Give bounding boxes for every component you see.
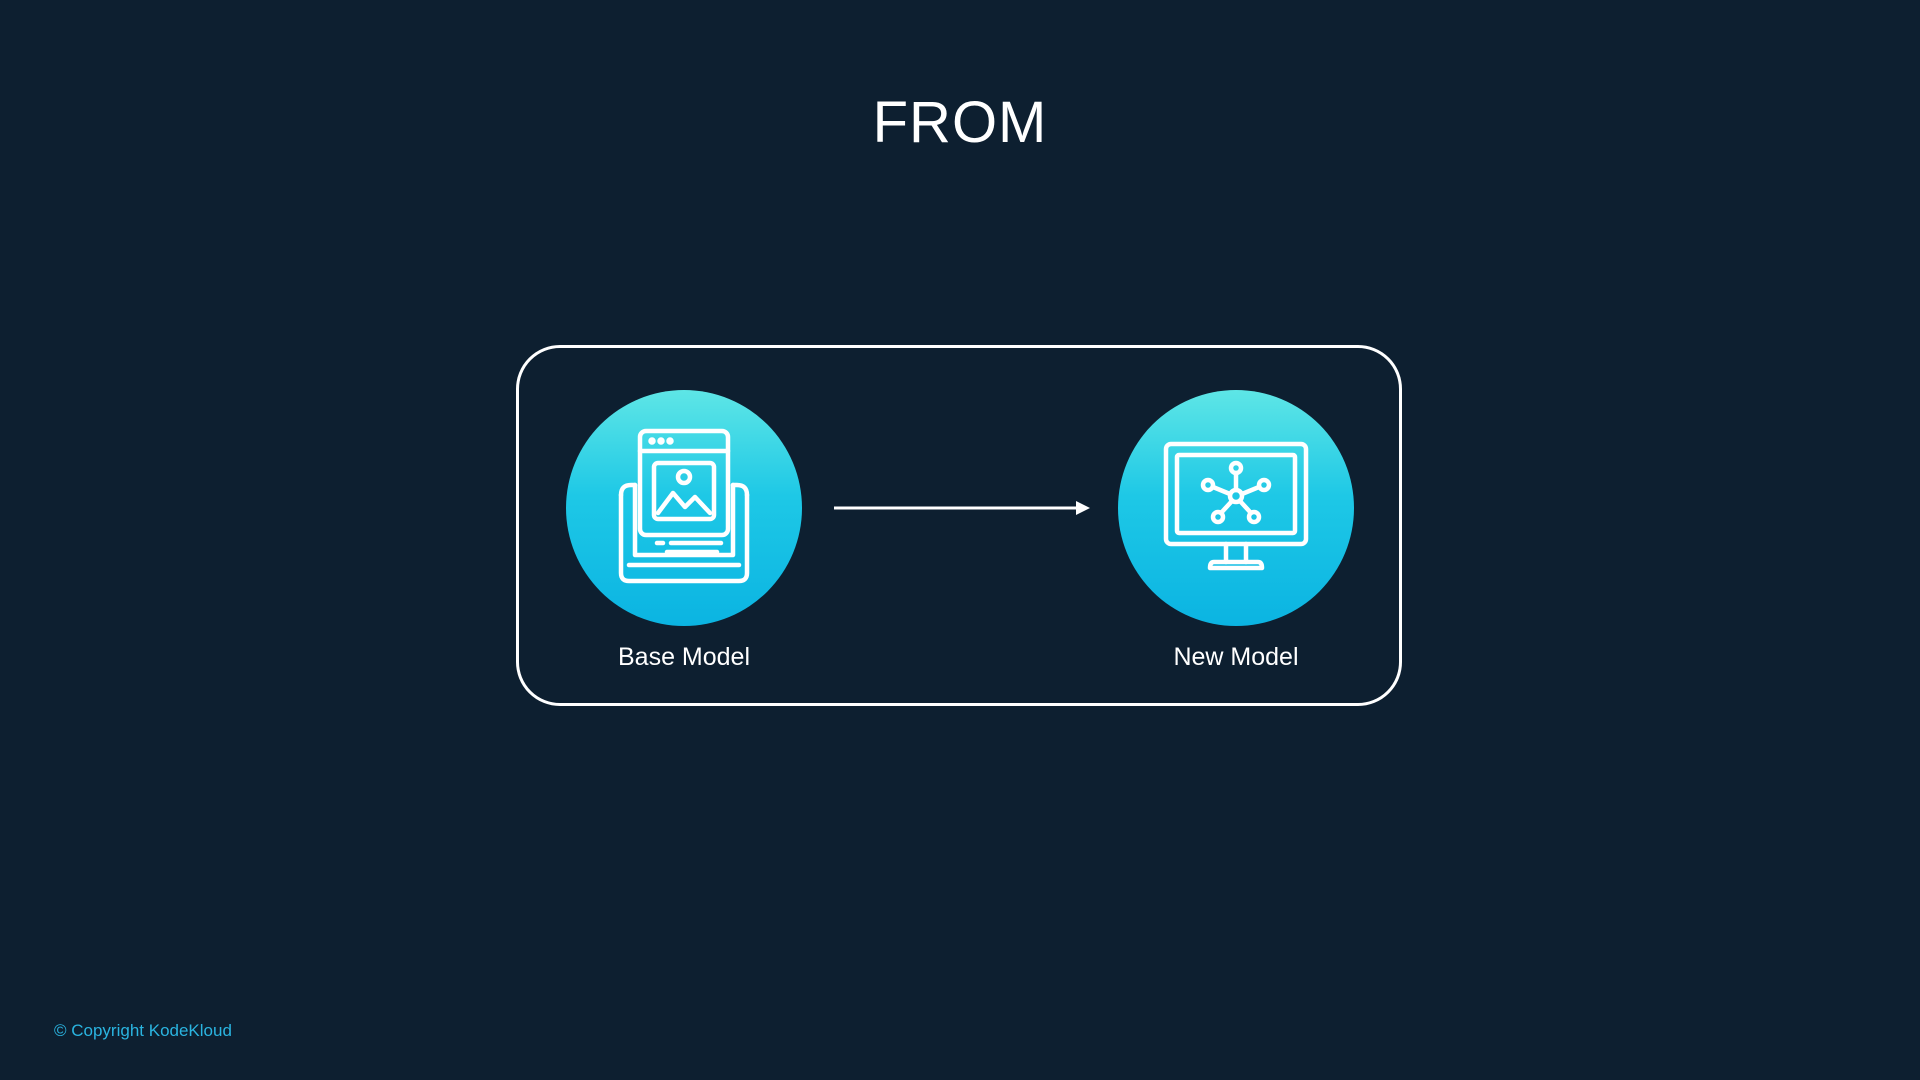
arrow-right-icon — [834, 501, 1090, 515]
base-model-circle — [566, 390, 802, 626]
new-model-circle — [1118, 390, 1354, 626]
new-model-label: New Model — [1173, 643, 1299, 671]
slide-title: FROM — [872, 90, 1048, 155]
base-model-node: Base Model — [566, 390, 802, 672]
monitor-network-icon — [1163, 441, 1309, 571]
new-model-node: New Model — [1118, 390, 1354, 672]
document-image-icon — [618, 428, 750, 584]
base-model-label: Base Model — [617, 643, 751, 671]
copyright-notice: © Copyright KodeKloud — [54, 1021, 232, 1040]
diagram-frame — [516, 345, 1402, 706]
